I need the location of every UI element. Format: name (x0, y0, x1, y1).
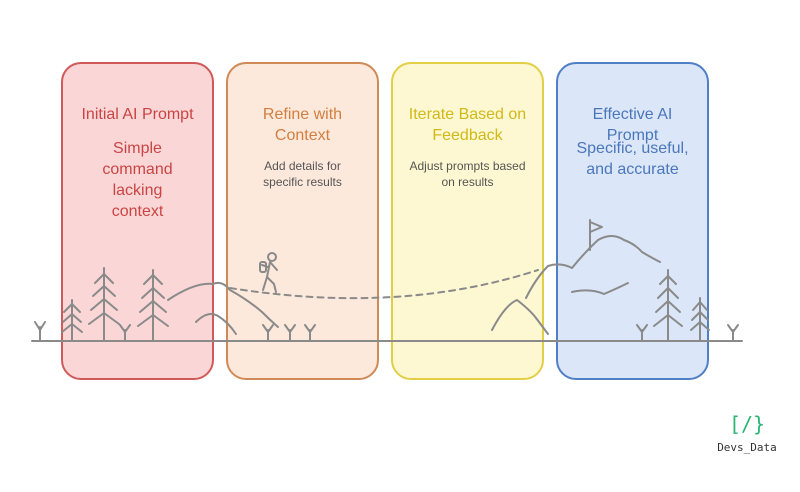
brand-logo-mark: [/} (728, 412, 766, 436)
grass-tuft-icon (119, 324, 131, 342)
mountain-left (167, 281, 279, 328)
pine-tree-icon (137, 269, 169, 342)
step-description: Add details for specific results (263, 159, 342, 189)
step-card-effective-prompt: Effective AI Prompt Specific, useful, an… (556, 62, 709, 380)
grass-tuft-icon (304, 324, 316, 342)
step-title: Initial AI Prompt (81, 106, 194, 123)
mountain-right-peak (525, 235, 661, 299)
step-card-initial-prompt: Initial AI Prompt Simple command lacking… (61, 62, 214, 380)
step-description: Specific, useful, and accurate (576, 140, 689, 178)
pine-tree-icon (653, 269, 683, 342)
step-card-refine-context: Refine with Context Add details for spec… (226, 62, 379, 380)
tightrope-path (229, 269, 539, 300)
brand-logo: [/} Devs_Data (712, 412, 782, 454)
mountain-right-inner (571, 282, 629, 295)
step-title: Iterate Based on Feedback (408, 106, 527, 144)
grass-tuft-icon (284, 324, 296, 342)
grass-tuft-icon (727, 324, 739, 342)
grass-tuft-icon (34, 321, 46, 342)
step-description: Simple command lacking context (102, 140, 173, 220)
brand-logo-text: Devs_Data (717, 441, 777, 454)
step-title: Effective AI Prompt (592, 106, 673, 144)
step-title: Refine with Context (262, 106, 343, 144)
step-card-iterate-feedback: Iterate Based on Feedback Adjust prompts… (391, 62, 544, 380)
pine-tree-icon (61, 299, 83, 342)
hill-left (195, 313, 237, 335)
step-description: Adjust prompts based on results (409, 159, 526, 189)
summit-flag-icon (589, 219, 603, 251)
pine-tree-icon (88, 267, 120, 342)
pine-tree-icon (690, 297, 710, 342)
hiker-icon (259, 252, 278, 293)
grass-tuft-icon (636, 324, 648, 342)
mountain-center (491, 299, 549, 335)
grass-tuft-icon (262, 324, 274, 342)
